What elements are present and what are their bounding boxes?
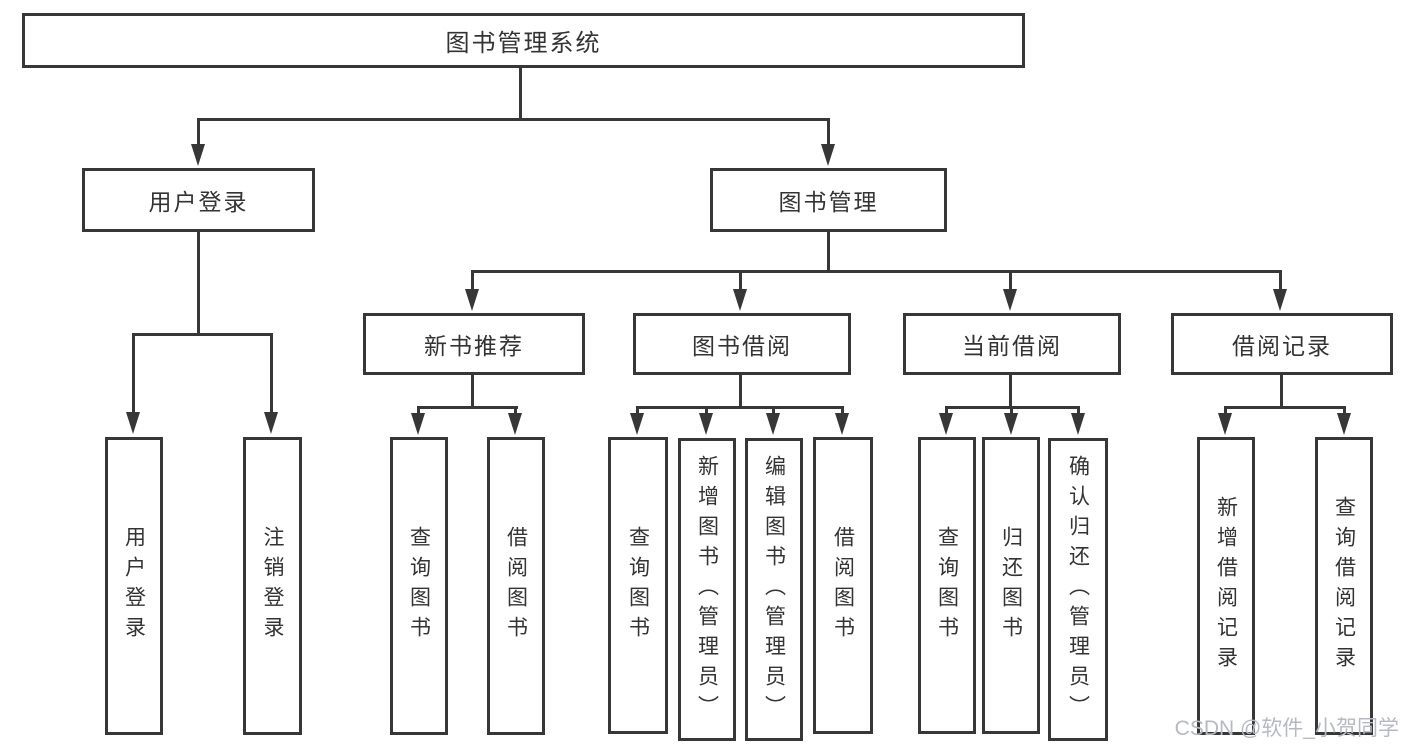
leaf-label: 查询图书: [935, 525, 959, 646]
leaf-add-books-admin: 新增图书（管理员）: [678, 438, 736, 741]
leaf-label: 归还图书: [999, 525, 1023, 646]
leaf-label: 借阅图书: [504, 526, 528, 646]
connector-line: [471, 375, 474, 408]
leaf-label: 新增借阅记录: [1214, 496, 1238, 676]
connector-line: [270, 333, 273, 415]
leaf-edit-books-admin: 编辑图书（管理员）: [745, 438, 803, 741]
connector-line: [827, 118, 830, 148]
arrowhead-down-icon: [1273, 289, 1287, 311]
leaf-query-books-3: 查询图书: [918, 437, 976, 734]
leaf-label: 查询图书: [626, 525, 650, 646]
connector-line: [1077, 406, 1080, 416]
node-user-login: 用户登录: [82, 168, 315, 232]
node-current-borrowing: 当前借阅: [903, 313, 1121, 375]
leaf-label: 查询借阅记录: [1332, 496, 1356, 676]
leaf-label: 确认归还（管理员）: [1066, 454, 1090, 725]
arrowhead-down-icon: [821, 144, 835, 166]
arrowhead-down-icon: [630, 413, 644, 435]
leaf-label: 注销登录: [261, 526, 284, 646]
leaf-label: 借阅图书: [831, 525, 855, 646]
arrowhead-down-icon: [1003, 289, 1017, 311]
node-label: 图书借阅: [692, 333, 792, 359]
connector-line: [739, 375, 742, 408]
connector-line: [772, 406, 775, 416]
leaf-query-books-1: 查询图书: [390, 437, 448, 735]
node-borrowing-records: 借阅记录: [1171, 313, 1393, 375]
connector-line: [132, 333, 135, 415]
connector-line: [1009, 375, 1012, 408]
connector-line: [519, 68, 522, 121]
leaf-query-books-2: 查询图书: [608, 437, 668, 734]
node-book-management: 图书管理: [710, 168, 947, 232]
leaf-return-books: 归还图书: [982, 437, 1040, 734]
connector-line: [827, 232, 830, 273]
connector-line: [841, 406, 844, 416]
arrowhead-down-icon: [508, 413, 522, 435]
connector-line: [471, 270, 1281, 273]
connector-line: [514, 406, 517, 416]
leaf-user-login: 用户登录: [105, 437, 163, 735]
connector-line: [417, 406, 518, 409]
connector-line: [1343, 406, 1346, 416]
node-label: 图书管理系统: [445, 30, 602, 57]
leaf-logout: 注销登录: [243, 437, 302, 735]
connector-line: [132, 333, 273, 336]
arrowhead-down-icon: [733, 289, 747, 311]
arrowhead-down-icon: [191, 144, 205, 166]
connector-line: [1224, 406, 1227, 416]
node-label: 当前借阅: [962, 333, 1062, 359]
arrowhead-down-icon: [1071, 413, 1085, 435]
arrowhead-down-icon: [939, 413, 953, 435]
node-label: 用户登录: [148, 189, 249, 215]
leaf-label: 新增图书（管理员）: [695, 454, 719, 725]
connector-line: [197, 232, 200, 336]
node-label: 借阅记录: [1232, 333, 1332, 359]
leaf-label: 编辑图书（管理员）: [762, 454, 786, 725]
csdn-watermark: CSDN @软件_小贺同学: [1174, 717, 1399, 740]
connector-line: [1279, 270, 1282, 290]
connector-line: [197, 118, 200, 148]
arrowhead-down-icon: [1218, 413, 1232, 435]
leaf-label: 查询图书: [407, 526, 431, 646]
leaf-add-borrow-record: 新增借阅记录: [1197, 437, 1255, 735]
arrowhead-down-icon: [766, 413, 780, 435]
connector-line: [739, 270, 742, 290]
connector-line: [705, 406, 708, 416]
connector-line: [636, 406, 844, 409]
connector-line: [945, 406, 948, 416]
arrowhead-down-icon: [699, 413, 713, 435]
arrowhead-down-icon: [1004, 413, 1018, 435]
connector-line: [417, 406, 420, 416]
leaf-confirm-return-admin: 确认归还（管理员）: [1048, 438, 1108, 741]
node-label: 新书推荐: [424, 333, 524, 359]
connector-line: [1280, 375, 1283, 408]
node-book-borrowing: 图书借阅: [633, 313, 851, 375]
leaf-borrow-books-1: 借阅图书: [487, 437, 545, 735]
node-label: 图书管理: [778, 189, 879, 215]
node-new-book-recommendation: 新书推荐: [363, 313, 585, 375]
arrowhead-down-icon: [835, 413, 849, 435]
node-library-management-system: 图书管理系统: [22, 13, 1025, 68]
arrowhead-down-icon: [1337, 413, 1351, 435]
arrowhead-down-icon: [264, 412, 278, 434]
arrowhead-down-icon: [465, 289, 479, 311]
connector-line: [636, 406, 639, 416]
connector-line: [1010, 406, 1013, 416]
connector-line: [197, 118, 830, 121]
arrowhead-down-icon: [411, 413, 425, 435]
arrowhead-down-icon: [126, 412, 140, 434]
connector-line: [1224, 406, 1346, 409]
connector-line: [1009, 270, 1012, 290]
connector-line: [471, 270, 474, 290]
leaf-borrow-books-2: 借阅图书: [813, 437, 873, 734]
leaf-label: 用户登录: [122, 526, 146, 646]
leaf-query-borrow-record: 查询借阅记录: [1315, 437, 1373, 735]
